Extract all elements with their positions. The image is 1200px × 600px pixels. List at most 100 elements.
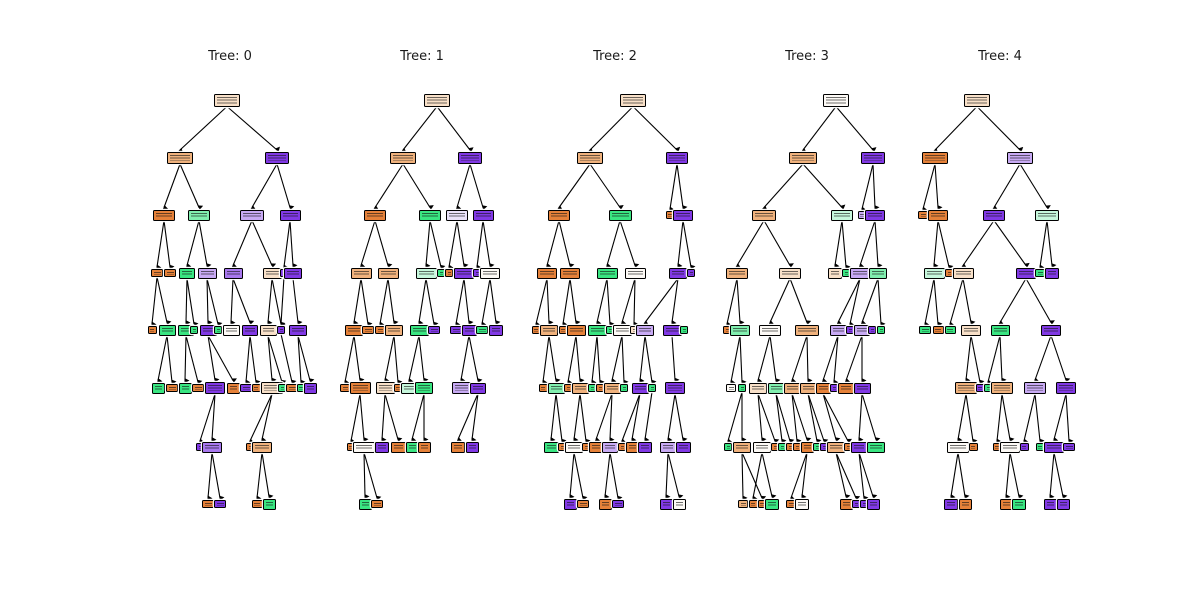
- tree-edge: [256, 452, 263, 501]
- tree-edge: [1005, 452, 1011, 499]
- tree-3-node: [724, 443, 732, 451]
- tree-0-node: [166, 384, 178, 392]
- tree-edge: [251, 220, 277, 268]
- tree-edge: [407, 335, 420, 383]
- tree-0-node: [303, 382, 317, 394]
- node-text-scribble: [422, 212, 438, 218]
- tree-edge: [469, 163, 488, 211]
- tree-edge: [1001, 393, 1015, 443]
- tree-0-node: [190, 326, 198, 334]
- tree-3-node: [753, 441, 771, 453]
- tree-edge: [1049, 452, 1055, 499]
- node-text-scribble: [967, 96, 987, 104]
- tree-1-node: [465, 441, 479, 453]
- node-text-scribble: [245, 327, 255, 333]
- tree-edge: [965, 335, 972, 383]
- node-text-scribble: [986, 212, 1002, 218]
- tree-3-node: [759, 324, 781, 336]
- tree-0-node: [240, 209, 264, 221]
- node-text-scribble: [306, 385, 314, 391]
- tree-3-node: [842, 269, 850, 277]
- node-text-scribble: [1047, 444, 1061, 450]
- tree-0-node: [202, 441, 222, 453]
- node-text-scribble: [200, 270, 214, 276]
- node-text-scribble: [931, 212, 945, 218]
- tree-edge: [957, 452, 970, 500]
- tree-4-node: [983, 209, 1005, 221]
- node-text-scribble: [733, 327, 747, 333]
- node-text-scribble: [282, 212, 298, 218]
- node-text-scribble: [461, 155, 479, 161]
- node-text-scribble: [561, 328, 565, 332]
- tree-edge: [957, 393, 967, 442]
- tree-edge: [1050, 335, 1071, 383]
- tree-edge: [844, 335, 863, 383]
- node-text-scribble: [650, 386, 654, 390]
- node-text-scribble: [860, 213, 864, 217]
- tree-0-node: [289, 324, 307, 336]
- node-text-scribble: [574, 385, 586, 391]
- tree-2-node: [596, 384, 604, 392]
- tree-edge: [993, 220, 1030, 268]
- node-text-scribble: [947, 328, 953, 332]
- node-text-scribble: [614, 502, 622, 506]
- node-text-scribble: [853, 270, 867, 276]
- tree-1-node: [454, 267, 474, 279]
- node-text-scribble: [756, 444, 768, 450]
- node-text-scribble: [551, 212, 567, 218]
- tree-edge: [932, 106, 978, 154]
- tree-edge: [791, 393, 802, 444]
- node-text-scribble: [740, 386, 744, 390]
- tree-2-node: [589, 441, 603, 453]
- tree-edge: [425, 278, 439, 327]
- node-text-scribble: [834, 212, 850, 218]
- node-text-scribble: [447, 271, 451, 275]
- node-text-scribble: [958, 385, 974, 391]
- tree-edge: [569, 452, 575, 499]
- tree-3-node: [827, 441, 845, 453]
- node-text-scribble: [279, 328, 283, 332]
- tree-0-node: [192, 384, 204, 392]
- node-text-scribble: [848, 328, 852, 332]
- node-text-scribble: [662, 501, 670, 507]
- tree-edge: [261, 452, 274, 500]
- tree-2-node: [540, 324, 558, 336]
- tree-3-node: [789, 152, 817, 164]
- node-text-scribble: [473, 385, 483, 391]
- tree-edge: [595, 278, 608, 325]
- node-text-scribble: [468, 444, 476, 450]
- node-text-scribble: [427, 96, 447, 104]
- tree-3-title: Tree: 3: [785, 49, 829, 64]
- tree-0-node: [240, 384, 252, 392]
- node-text-scribble: [623, 96, 643, 104]
- tree-edge: [730, 335, 741, 385]
- node-text-scribble: [457, 270, 471, 276]
- tree-1-node: [451, 382, 471, 394]
- tree-edge: [267, 278, 273, 325]
- tree-edge: [1053, 452, 1068, 500]
- tree-edge: [858, 393, 864, 442]
- tree-3-node: [815, 382, 831, 394]
- node-text-scribble: [543, 327, 555, 333]
- tree-0-node: [214, 500, 226, 508]
- node-text-scribble: [672, 270, 684, 276]
- tree-edge: [248, 393, 273, 444]
- tree-2-node: [596, 267, 618, 279]
- tree-edge: [418, 278, 427, 325]
- tree-0-node: [284, 267, 302, 279]
- tree-1-node: [377, 267, 399, 279]
- tree-edge: [763, 220, 794, 268]
- tree-edge: [999, 335, 1007, 383]
- tree-3-node: [795, 324, 819, 336]
- tree-edge: [874, 220, 883, 269]
- node-text-scribble: [864, 155, 882, 161]
- node-text-scribble: [856, 385, 868, 391]
- node-text-scribble: [950, 444, 966, 450]
- node-text-scribble: [226, 270, 240, 276]
- tree-edge: [387, 278, 399, 326]
- tree-4-node: [918, 211, 928, 219]
- tree-edge: [373, 163, 404, 210]
- tree-edge: [162, 163, 181, 210]
- tree-edge: [249, 335, 261, 385]
